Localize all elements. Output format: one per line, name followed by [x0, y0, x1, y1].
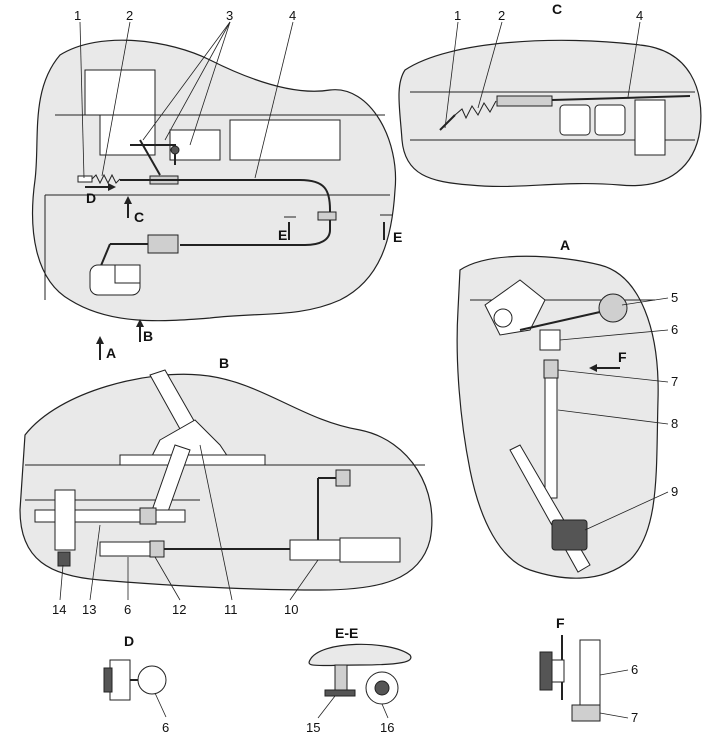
callout-1: 1 [74, 8, 81, 23]
view-d [103, 659, 167, 718]
arrow-a-label: A [106, 345, 116, 361]
callout-11: 11 [224, 602, 238, 617]
callout-5: 5 [671, 290, 678, 305]
callout-4-view-c: 4 [636, 8, 643, 23]
callout-14: 14 [52, 602, 66, 617]
view-d-title: D [124, 633, 134, 649]
main-plan-view [31, 21, 397, 360]
callout-4: 4 [289, 8, 296, 23]
callout-3: 3 [226, 8, 233, 23]
callout-7-view-a: 7 [671, 374, 678, 389]
callout-6-view-a: 6 [671, 322, 678, 337]
callout-16: 16 [380, 720, 394, 735]
arrow-e-left-label: E [278, 227, 287, 243]
callout-2-view-c: 2 [498, 8, 505, 23]
view-b [19, 369, 433, 601]
arrow-c-label: C [134, 209, 144, 225]
view-e-e [308, 643, 412, 719]
callout-1-view-c: 1 [454, 8, 461, 23]
callout-8: 8 [671, 416, 678, 431]
callout-6-view-b: 6 [124, 602, 131, 617]
view-f [539, 635, 629, 722]
arrow-b-label: B [143, 328, 153, 344]
view-a-title: A [560, 237, 570, 253]
arrow-d-label: D [86, 190, 96, 206]
callout-6-view-f: 6 [631, 662, 638, 677]
view-b-title: B [219, 355, 229, 371]
callout-15: 15 [306, 720, 320, 735]
view-f-title: F [556, 615, 565, 631]
callout-9: 9 [671, 484, 678, 499]
arrow-e-right-label: E [393, 229, 402, 245]
view-c-title: C [552, 1, 562, 17]
callout-10: 10 [284, 602, 298, 617]
arrow-f-label: F [618, 349, 627, 365]
view-e-e-title: E-E [335, 625, 358, 641]
callout-12: 12 [172, 602, 186, 617]
view-a [456, 255, 669, 579]
view-c [398, 21, 702, 188]
callout-6-view-d: 6 [162, 720, 169, 735]
callout-13: 13 [82, 602, 96, 617]
callout-2: 2 [126, 8, 133, 23]
callout-7-view-f: 7 [631, 710, 638, 725]
